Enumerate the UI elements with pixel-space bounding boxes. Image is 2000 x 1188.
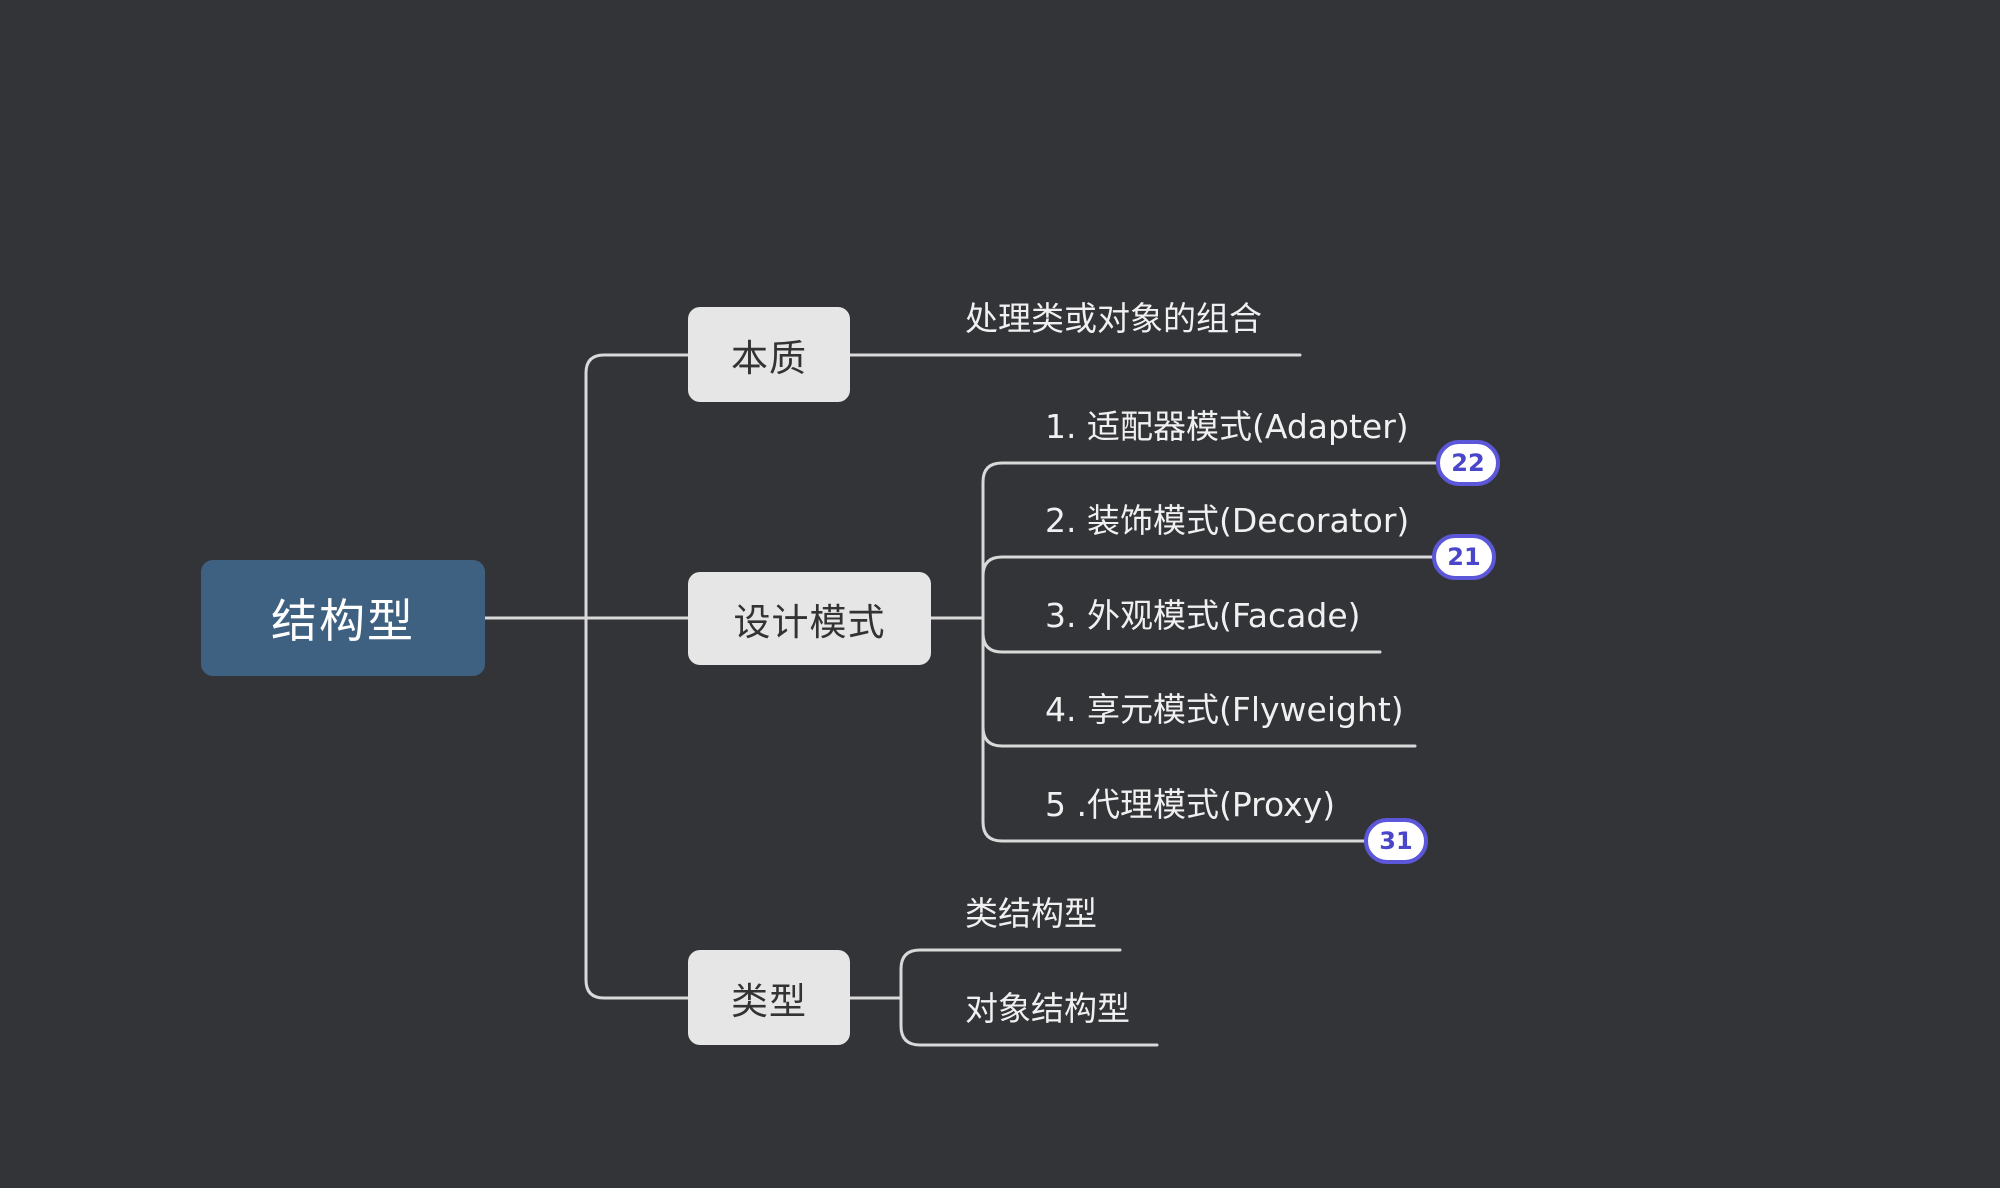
connector-trunk: [584, 353, 690, 1000]
connector-leaf-decorator: [981, 555, 1382, 654]
leaf-flyweight[interactable]: 4. 享元模式(Flyweight): [1045, 690, 1404, 729]
leaf-essence-description[interactable]: 处理类或对象的组合: [965, 299, 1262, 338]
branch-node-types[interactable]: 类型: [688, 950, 850, 1045]
leaf-class-structural[interactable]: 类结构型: [965, 894, 1097, 933]
count-badge-adapter[interactable]: 22: [1436, 440, 1500, 486]
leaf-facade[interactable]: 3. 外观模式(Facade): [1045, 596, 1361, 635]
root-label: 结构型: [271, 594, 415, 648]
leaf-proxy[interactable]: 5 .代理模式(Proxy): [1045, 785, 1336, 824]
branch-label: 本质: [731, 336, 807, 380]
connector-patterns-trunk: [981, 461, 1004, 843]
connector-leaf-flyweight: [981, 725, 1417, 748]
leaf-adapter[interactable]: 1. 适配器模式(Adapter): [1045, 407, 1409, 446]
branch-label: 设计模式: [733, 600, 886, 644]
root-node[interactable]: 结构型: [201, 560, 485, 676]
leaf-decorator[interactable]: 2. 装饰模式(Decorator): [1045, 501, 1410, 540]
branch-node-design-patterns[interactable]: 设计模式: [688, 572, 931, 665]
branch-label: 类型: [731, 979, 807, 1023]
branch-node-essence[interactable]: 本质: [688, 307, 850, 402]
count-badge-decorator[interactable]: 21: [1432, 534, 1496, 580]
count-badge-proxy[interactable]: 31: [1364, 818, 1428, 864]
leaf-object-structural[interactable]: 对象结构型: [965, 989, 1130, 1028]
connector-types-trunk: [899, 948, 1159, 1047]
